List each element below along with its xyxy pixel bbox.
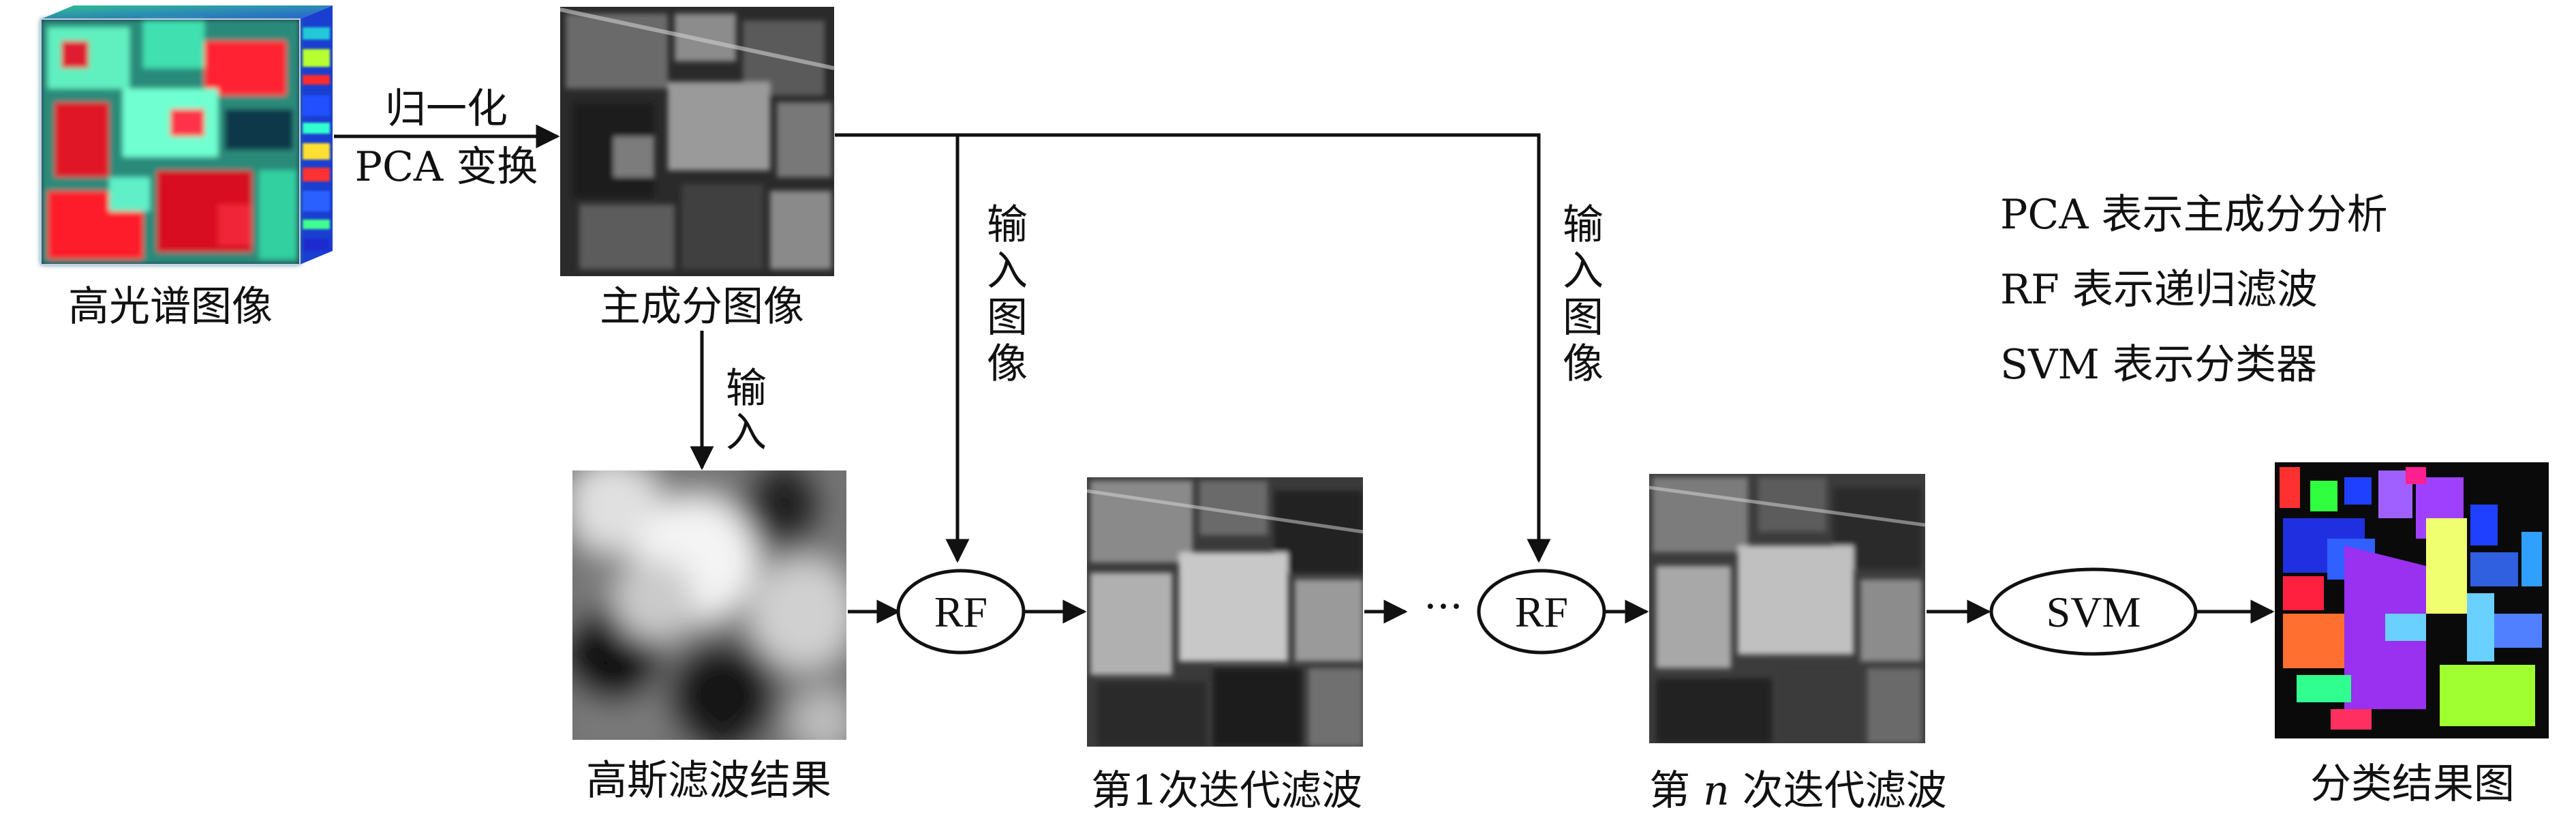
edge-label-input-1: 输 — [726, 365, 767, 413]
rf-node-1: RF — [898, 571, 1024, 653]
iteration-1-image — [1087, 477, 1363, 747]
caption-hyperspectral: 高光谱图像 — [68, 283, 273, 331]
legend: PCA 表示主成分分析 RF 表示递归滤波 SVM 表示分类器 — [2000, 191, 2388, 389]
ellipsis: ··· — [1424, 583, 1462, 631]
svm-node-label: SVM — [2046, 588, 2141, 636]
legend-item-svm: SVM 表示分类器 — [2000, 341, 2317, 389]
edge-label-input-image-2d: 像 — [1563, 340, 1604, 388]
rf-node-2: RF — [1479, 571, 1604, 653]
caption-gaussian: 高斯滤波结果 — [586, 757, 831, 805]
caption-principal: 主成分图像 — [600, 283, 804, 331]
rf-node-2-label: RF — [1515, 588, 1568, 636]
iteration-n-image — [1649, 474, 1925, 743]
edge-label-input-image-2a: 输 — [1563, 201, 1604, 249]
edge-label-input-image-2b: 入 — [1563, 248, 1604, 295]
caption-classification: 分类结果图 — [2310, 760, 2515, 808]
classification-map-image — [2275, 462, 2549, 738]
svm-node: SVM — [1991, 569, 2196, 654]
hyperspectral-cube-image — [41, 5, 333, 265]
rf-node-1-label: RF — [934, 588, 987, 636]
gaussian-filter-image — [566, 457, 859, 757]
edge-label-input-image-1b: 入 — [987, 248, 1028, 295]
legend-item-pca: PCA 表示主成分分析 — [2000, 191, 2388, 239]
edge-label-pca: PCA 变换 — [355, 143, 538, 191]
principal-component-image — [560, 7, 834, 276]
edge-label-normalize: 归一化 — [385, 85, 508, 133]
edge-label-input-2: 入 — [726, 409, 767, 457]
caption-iteration-n: 第 n 次迭代滤波 — [1649, 767, 1947, 815]
edge-label-input-image-1d: 像 — [987, 340, 1028, 388]
legend-item-rf: RF 表示递归滤波 — [2000, 266, 2318, 314]
edge-label-input-image-1c: 图 — [987, 294, 1028, 342]
edge-label-input-image-1a: 输 — [987, 201, 1028, 249]
caption-iteration-1: 第1次迭代滤波 — [1091, 767, 1362, 815]
edge-label-input-image-2c: 图 — [1563, 294, 1604, 342]
